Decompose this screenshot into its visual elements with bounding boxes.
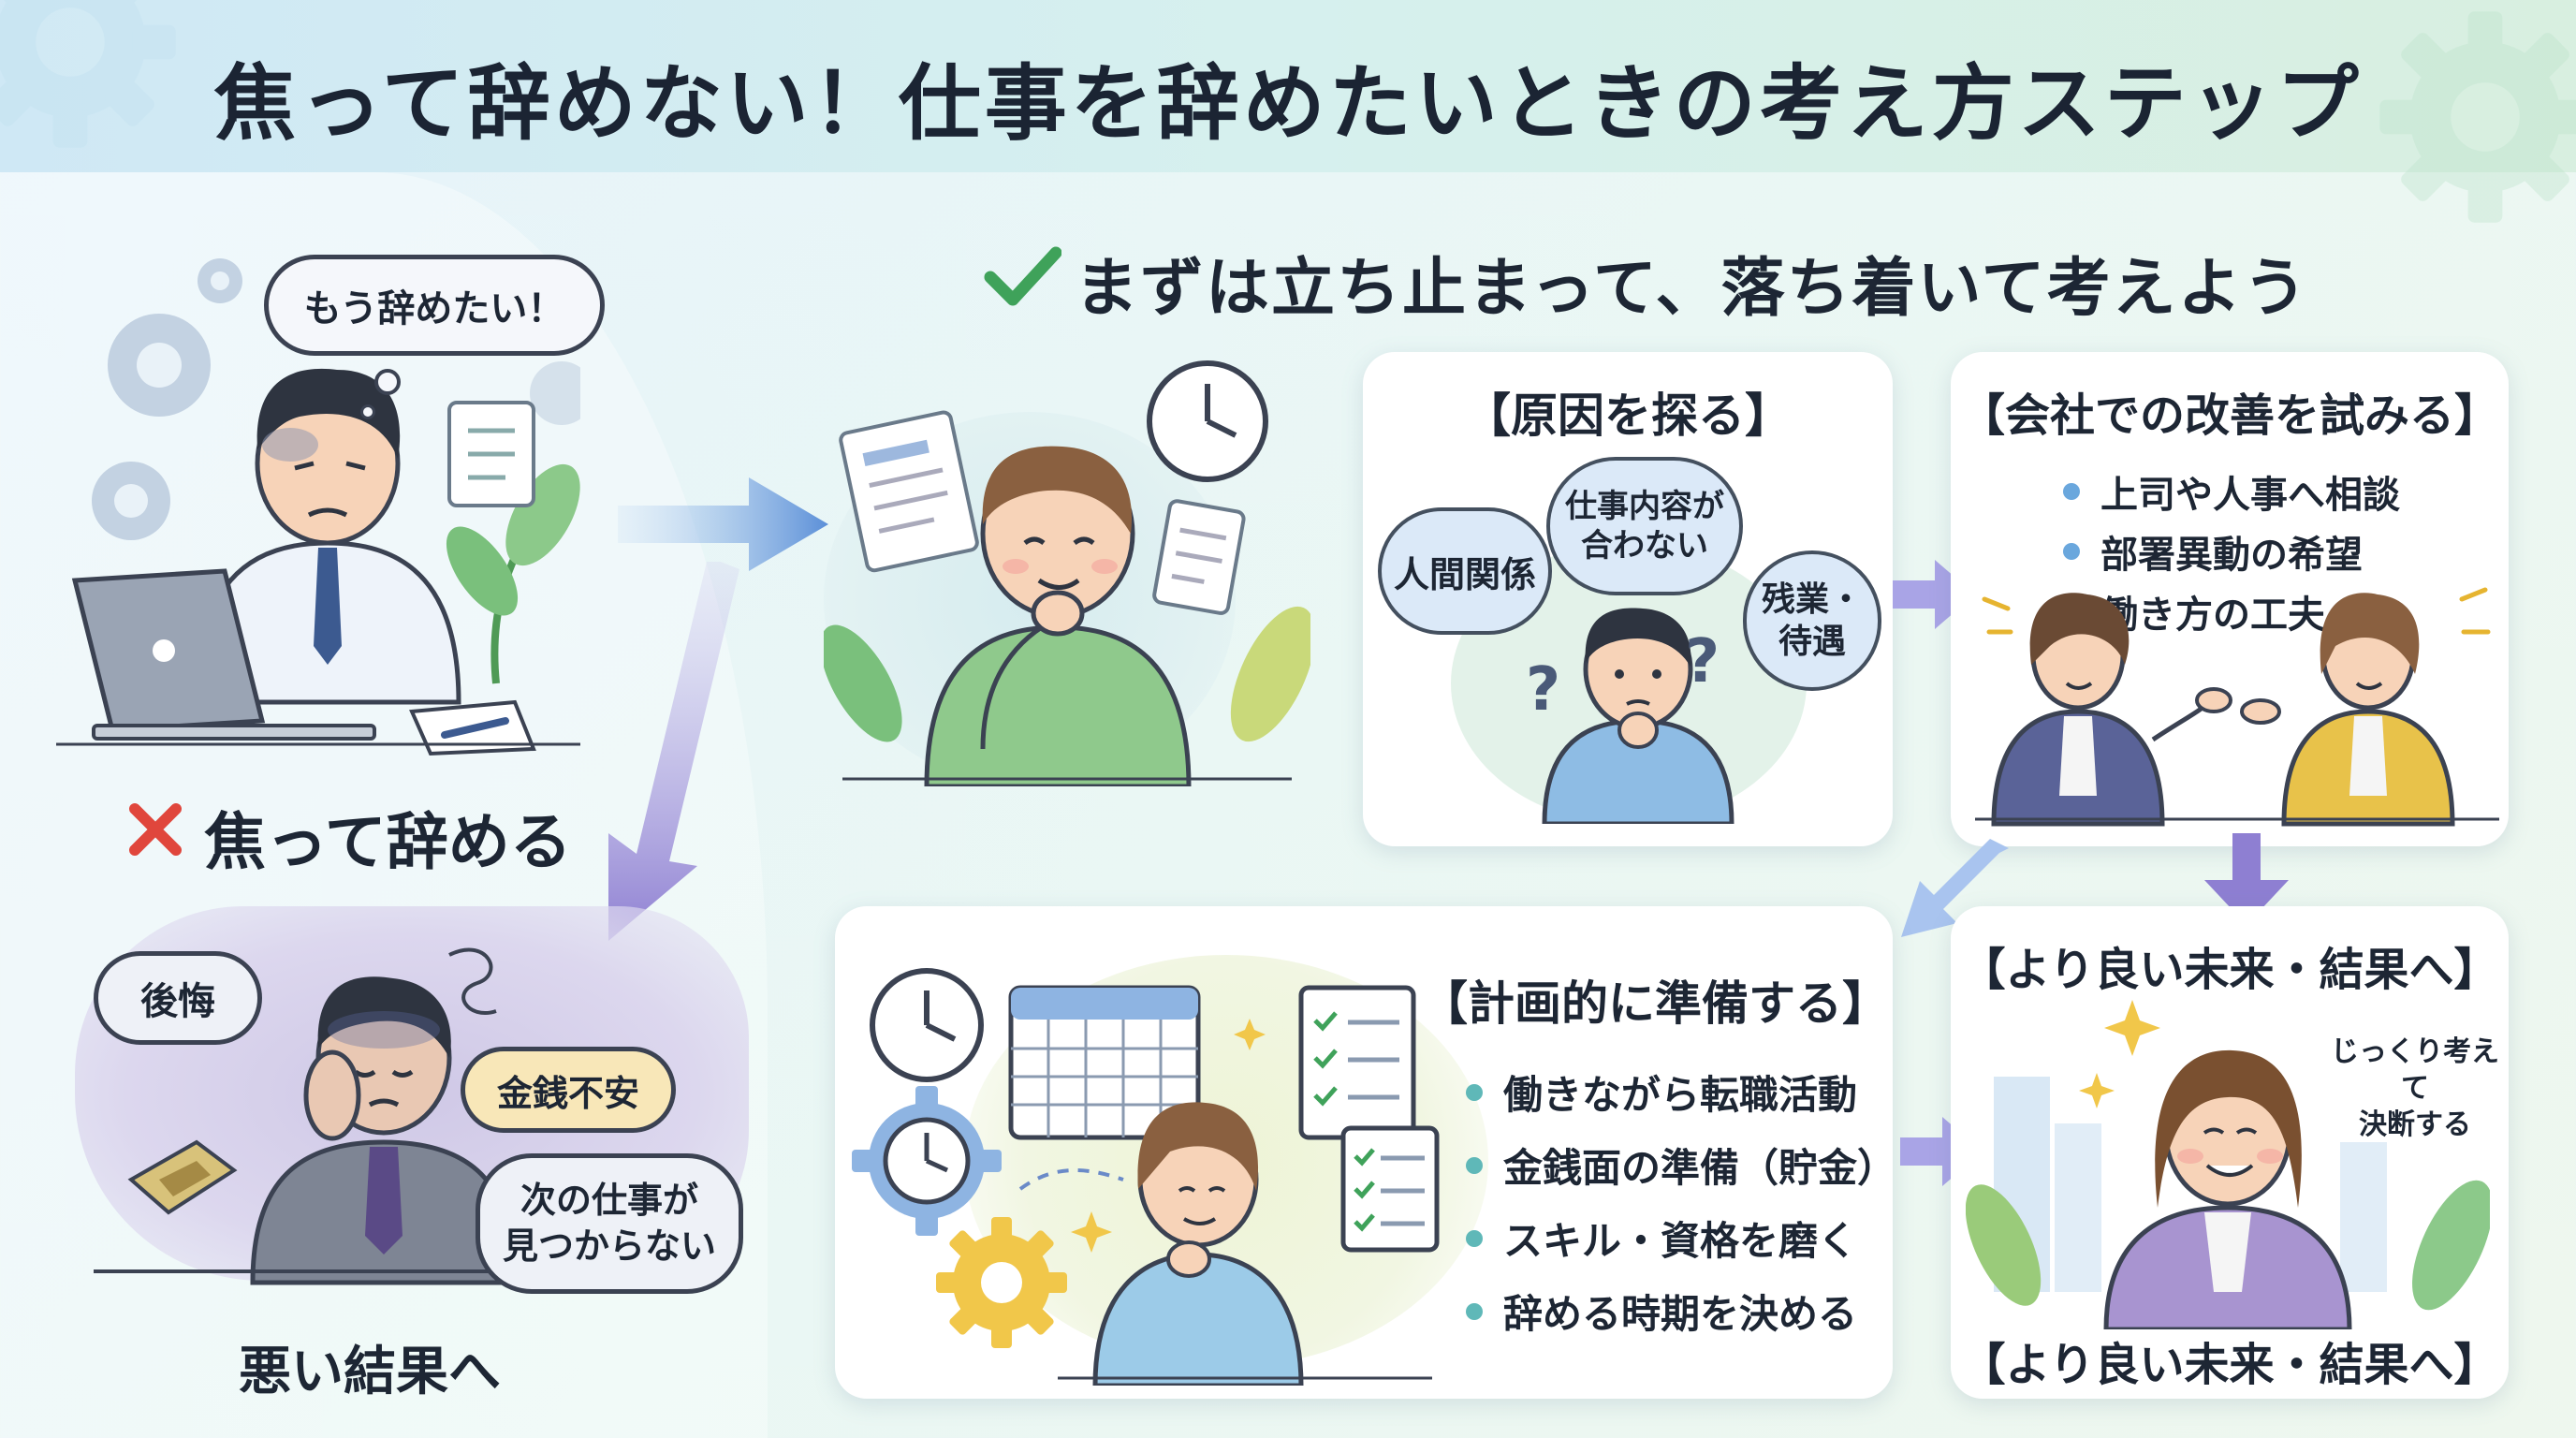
future-card-title: 【より良い未来・結果へ】 [1960,944,2499,996]
question-icon: ? [1526,655,1561,725]
regret-bubble: 後悔 [94,951,262,1045]
decide-note: じっくり考えて 決断する [2331,1035,2499,1141]
consultation-illustration [1975,587,2499,827]
improve-item: 部署異動の希望 [2063,524,2363,579]
plan-item: スキル・資格を磨く [1466,1210,1857,1267]
improve-item-label: 働き方の工夫 [2100,594,2325,637]
gear-icon [2379,11,2576,223]
bullet-dot [1466,1302,1483,1320]
stressed-worker-illustration [56,258,580,756]
arrow-down-icon [2204,833,2289,925]
future-card-footer: 【より良い未来・結果へ】 [1960,1339,2499,1391]
page-title: 焦って辞めない！仕事を辞めたいときの考え方ステップ [213,55,2363,152]
floor-line [94,1269,655,1273]
improve-item: 働き方の工夫 [2063,584,2325,638]
header-band [0,0,2576,172]
plan-item-label: スキル・資格を磨く [1503,1218,1858,1264]
question-icon: ? [1685,627,1720,697]
improve-item-label: 上司や人事へ相談 [2100,474,2400,517]
arrow-down-icon [1901,839,2009,937]
arrow-down-icon [608,562,739,941]
plan-item: 金銭面の準備（貯金） [1466,1137,1896,1194]
thought-bubble-tail [374,369,401,395]
improve-card-title: 【会社での改善を試みる】 [1959,389,2499,442]
bullet-dot [2063,483,2080,500]
plan-item: 辞める時期を決める [1466,1283,1857,1340]
plan-card-title: 【計画的に準備する】 [1421,976,1889,1031]
calm-thinker-illustration [824,360,1310,786]
cross-icon [129,803,182,856]
plan-item-label: 働きながら転職活動 [1503,1072,1858,1118]
thought-bubble-tail-small [360,404,375,419]
planning-illustration [852,968,1440,1386]
thought-bubble: もう辞めたい！ [264,255,605,356]
gear-icon [0,0,176,148]
bullet-dot [2063,543,2080,560]
overtime-bubble: 残業・ 待遇 [1743,550,1881,691]
bullet-dot [1466,1083,1483,1101]
bullet-dot [1466,1156,1483,1174]
improve-item-label: 部署異動の希望 [2100,534,2363,577]
regretful-worker-illustration [250,947,518,1285]
money-worry-bubble: 金銭不安 [461,1047,676,1133]
plan-item-label: 金銭面の準備（貯金） [1503,1145,1897,1191]
relationships-bubble: 人間関係 [1378,507,1552,635]
empty-wallet-icon [127,1139,238,1215]
plan-item: 働きながら転職活動 [1466,1064,1857,1121]
bad-path-heading: 焦って辞める [204,806,572,878]
confident-woman-illustration [1966,1000,2490,1329]
plan-item-label: 辞める時期を決める [1503,1291,1858,1337]
puzzled-person-illustration [1542,608,1734,824]
bullet-dot [1466,1229,1483,1247]
check-icon [984,246,1061,306]
arrow-right-icon [618,477,828,571]
job-mismatch-bubble: 仕事内容が 合わない [1546,457,1743,595]
bad-result-label: 悪い結果へ [239,1342,501,1402]
cause-card-title: 【原因を探る】 [1464,389,1792,443]
center-heading: まずは立ち止まって、落ち着いて考えよう [1075,252,2309,326]
improve-item: 上司や人事へ相談 [2063,464,2400,519]
no-next-job-bubble: 次の仕事が 見つからない [476,1153,743,1294]
